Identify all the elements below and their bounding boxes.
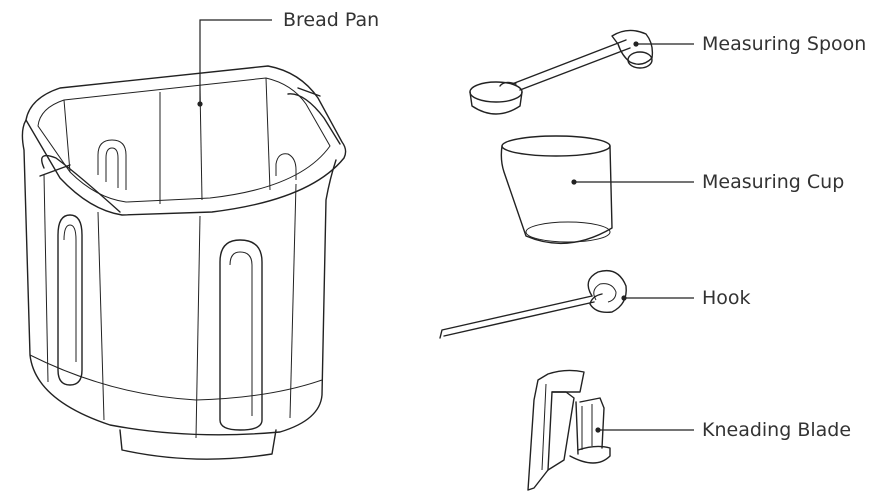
kneading-blade-label: Kneading Blade <box>702 419 852 441</box>
measuring-cup-drawing <box>500 135 694 245</box>
measuring-spoon-drawing <box>469 29 694 115</box>
bread-pan-body <box>21 119 337 436</box>
hook-drawing <box>439 269 694 339</box>
kneading-blade-drawing <box>527 369 694 491</box>
measuring-cup-label: Measuring Cup <box>702 171 845 193</box>
bread-pan-label: Bread Pan <box>283 9 380 31</box>
bread-pan-drawing <box>21 19 347 460</box>
bread-pan-base <box>119 429 277 460</box>
bread-pan-rim <box>25 65 347 216</box>
hook-label: Hook <box>702 287 751 309</box>
measuring-spoon-label: Measuring Spoon <box>702 33 867 55</box>
